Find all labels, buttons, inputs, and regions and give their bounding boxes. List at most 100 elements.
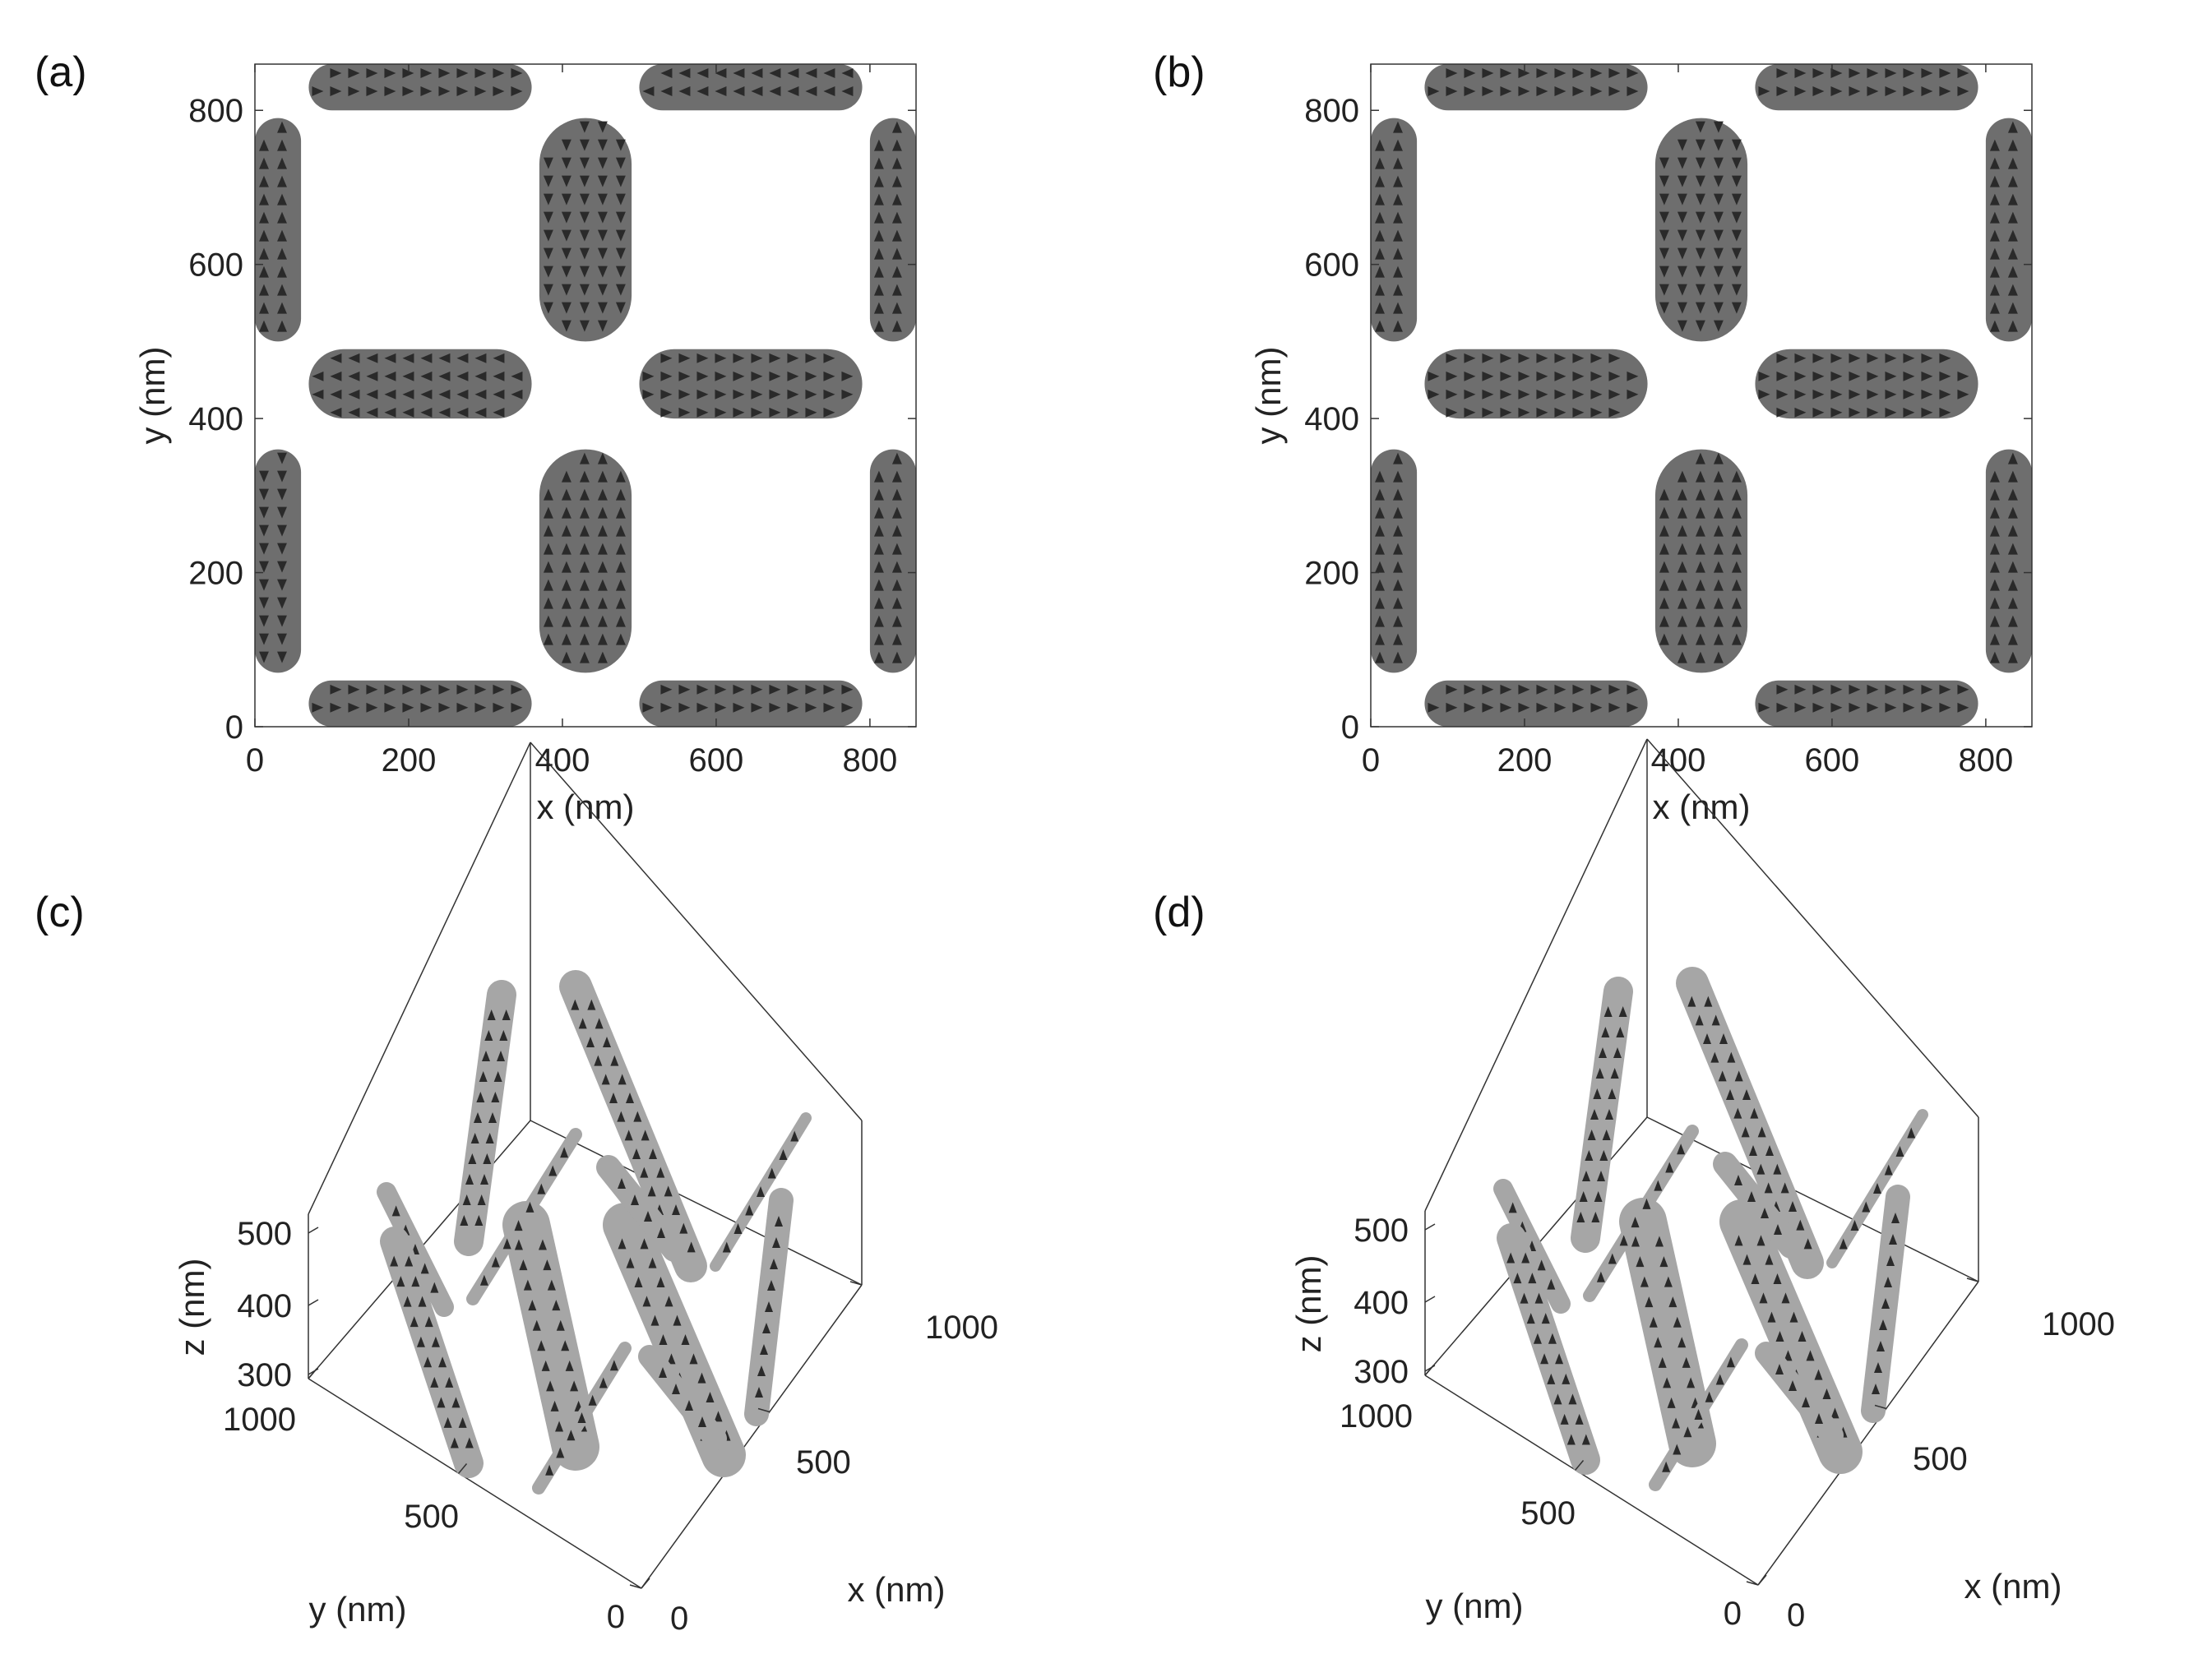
magnetization-arrow	[1568, 1393, 1577, 1405]
magnetization-arrow	[1713, 524, 1724, 537]
magnetization-arrow	[649, 1148, 657, 1159]
magnetization-arrow	[561, 211, 572, 224]
magnetization-arrow	[1677, 193, 1687, 206]
magnetization-arrow	[696, 68, 709, 78]
magnetization-arrow	[384, 389, 396, 400]
magnetization-arrow	[1554, 702, 1566, 713]
magnetization-arrow	[597, 633, 608, 645]
magnetization-arrow	[438, 68, 451, 78]
magnetization-arrow	[1375, 597, 1385, 609]
magnetization-arrow	[2007, 175, 2018, 187]
magnetization-arrow	[1695, 284, 1705, 296]
magnetization-arrow	[823, 353, 835, 363]
magnetization-arrow	[259, 302, 269, 314]
magnetization-arrow	[1806, 1350, 1815, 1361]
z-axis-label: z (nm)	[173, 1259, 211, 1356]
nanoisland	[639, 64, 863, 111]
magnetization-arrow	[259, 284, 269, 296]
magnetization-arrow	[1554, 86, 1566, 96]
magnetization-arrow	[561, 633, 572, 645]
magnetization-arrow	[1776, 68, 1789, 78]
magnetization-arrow	[1375, 139, 1385, 151]
magnetization-arrow	[599, 1377, 608, 1388]
magnetization-arrow	[1921, 68, 1933, 78]
magnetization-arrow	[1393, 633, 1403, 645]
magnetization-arrow	[673, 1314, 682, 1326]
magnetization-arrow	[451, 1397, 460, 1408]
magnetization-arrow	[805, 86, 817, 96]
magnetization-arrow	[366, 353, 378, 363]
magnetization-arrow	[1464, 86, 1476, 96]
magnetization-arrow	[1849, 702, 1861, 713]
magnetization-arrow	[1989, 579, 2000, 591]
island-shape	[539, 449, 632, 673]
magnetization-arrow	[348, 702, 360, 713]
magnetization-arrow	[1482, 702, 1494, 713]
magnetization-arrow	[1627, 68, 1639, 78]
magnetization-arrow	[1677, 633, 1687, 645]
magnetization-arrow	[615, 543, 626, 555]
magnetization-arrow	[1731, 175, 1742, 187]
magnetization-arrow	[579, 633, 590, 645]
magnetization-arrow	[588, 1394, 597, 1406]
magnetization-arrow	[1713, 488, 1724, 501]
magnetization-arrow	[1534, 1292, 1543, 1304]
magnetization-arrow	[733, 371, 745, 381]
nanoisland	[1371, 118, 1418, 342]
magnetization-arrow	[1659, 229, 1669, 242]
magnetization-arrow	[1649, 1316, 1658, 1328]
magnetization-arrow	[2007, 193, 2018, 206]
magnetization-arrow	[493, 389, 505, 400]
z-tick-label: 400	[237, 1288, 292, 1324]
magnetization-arrow	[1518, 353, 1530, 363]
magnetization-arrow	[579, 597, 590, 609]
magnetization-arrow	[402, 389, 414, 400]
magnetization-arrow	[696, 684, 709, 695]
magnetization-arrow	[1713, 266, 1724, 278]
magnetization-arrow	[561, 284, 572, 296]
magnetization-arrow	[891, 470, 902, 483]
magnetization-arrow	[277, 229, 287, 242]
magnetization-arrow	[561, 193, 572, 206]
magnetization-arrow	[1500, 371, 1512, 381]
magnetization-arrow	[543, 193, 553, 206]
magnetization-arrow	[1830, 1407, 1839, 1419]
magnetization-arrow	[1957, 86, 1969, 96]
magnetization-arrow	[2007, 597, 2018, 609]
magnetization-arrow	[438, 353, 451, 363]
magnetization-arrow	[1731, 543, 1742, 555]
magnetization-arrow	[1776, 353, 1789, 363]
magnetization-arrow	[1428, 86, 1440, 96]
magnetization-arrow	[493, 684, 505, 695]
magnetization-arrow	[1879, 1319, 1887, 1330]
magnetization-arrow	[841, 684, 854, 695]
magnetization-arrow	[1989, 488, 2000, 501]
magnetization-arrow	[561, 597, 572, 609]
magnetization-arrow	[1375, 506, 1385, 519]
island-shape	[1676, 967, 1824, 1279]
magnetization-arrow	[1939, 371, 1951, 381]
magnetization-arrow	[1659, 211, 1669, 224]
magnetization-arrow	[1867, 684, 1879, 695]
magnetization-arrow	[277, 284, 287, 296]
magnetization-arrow	[555, 1421, 564, 1432]
magnetization-arrow	[366, 389, 378, 400]
magnetization-arrow	[2007, 470, 2018, 483]
magnetization-arrow	[618, 1238, 627, 1250]
magnetization-arrow	[1830, 353, 1843, 363]
magnetization-arrow	[430, 1376, 439, 1388]
magnetization-arrow	[1939, 389, 1951, 400]
magnetization-arrow	[1375, 470, 1385, 483]
magnetization-arrow	[615, 229, 626, 242]
magnetization-arrow	[1520, 1292, 1529, 1304]
magnetization-arrow	[1533, 1333, 1542, 1344]
magnetization-arrow	[841, 371, 854, 381]
magnetization-arrow	[1939, 407, 1951, 418]
magnetization-arrow	[1850, 1220, 1859, 1231]
magnetization-arrow	[561, 157, 572, 169]
magnetization-arrow	[1695, 1014, 1704, 1026]
magnetization-arrow	[259, 561, 269, 573]
magnetization-arrow	[1731, 211, 1742, 224]
nanoisland-3d	[1649, 1338, 1748, 1491]
island-shape	[308, 349, 532, 419]
